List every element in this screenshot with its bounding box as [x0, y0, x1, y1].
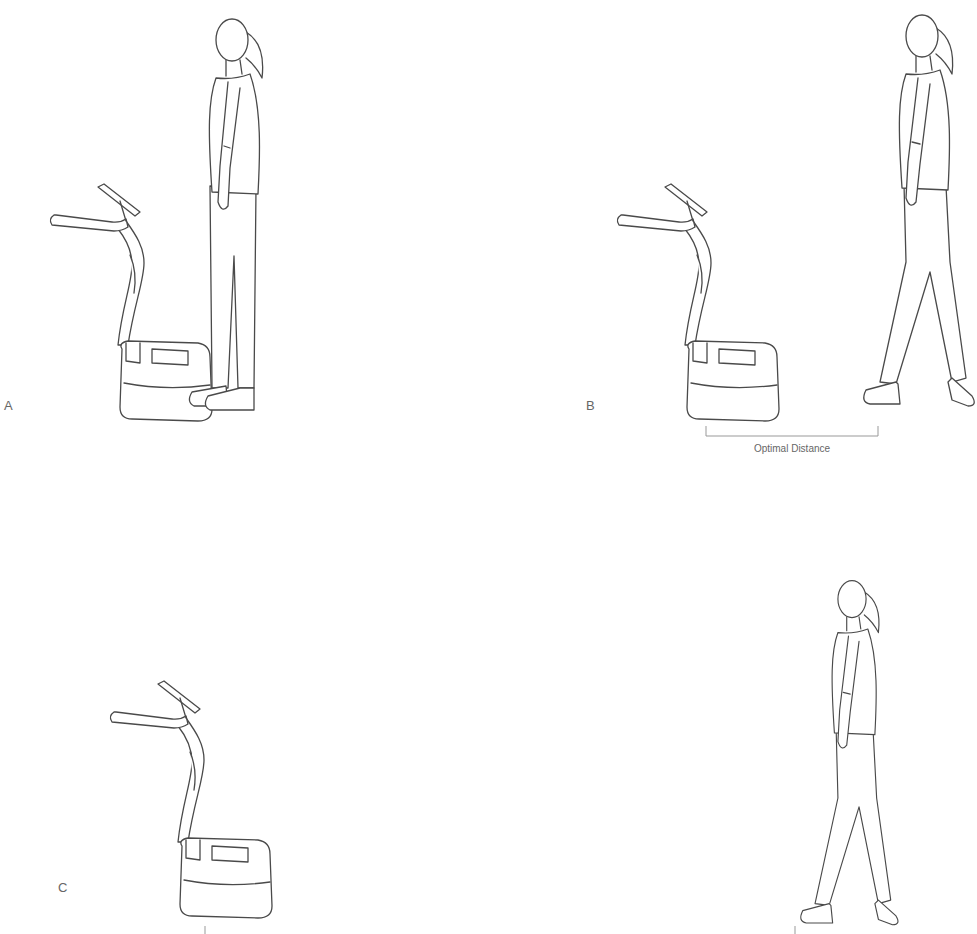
device — [50, 184, 212, 421]
dimension-label: Optimal Distance — [754, 443, 830, 454]
device — [110, 681, 272, 918]
person-standing — [189, 19, 262, 410]
panel-letter: A — [4, 398, 13, 413]
tick-mark — [795, 926, 796, 934]
person-walking — [801, 581, 898, 925]
device — [617, 184, 779, 421]
tick-mark — [205, 926, 206, 934]
panel-letter: C — [58, 880, 67, 895]
distance-bracket — [706, 426, 878, 436]
person-walking — [864, 15, 975, 406]
panel-letter: B — [586, 398, 595, 413]
